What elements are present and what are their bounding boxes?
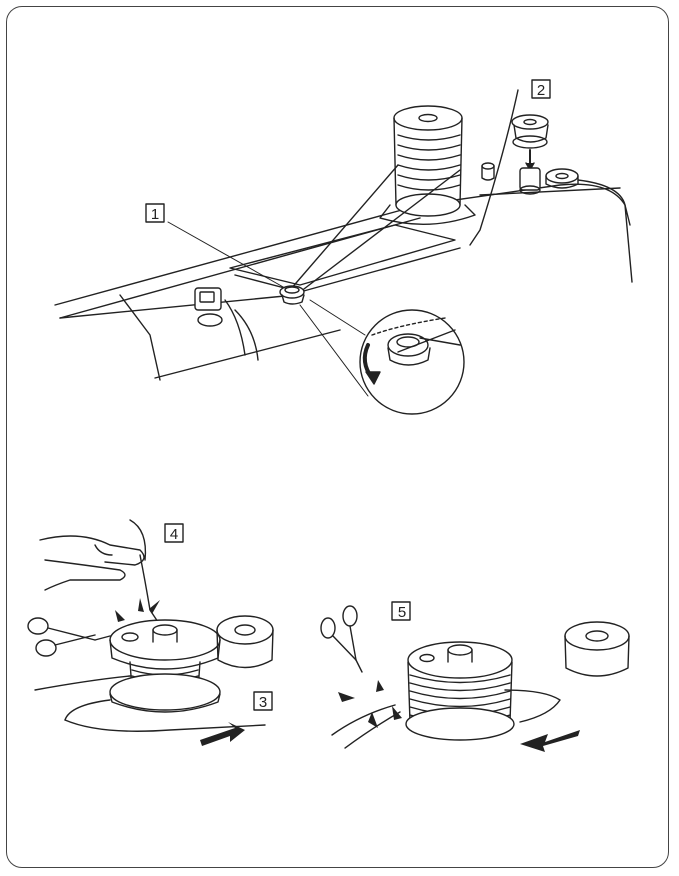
cut-burst-left	[115, 598, 160, 622]
tension-dial	[195, 288, 258, 360]
step-4-label: 4	[165, 524, 183, 543]
scissors-left	[28, 618, 110, 656]
detail-zoom-circle	[300, 300, 464, 414]
step-1-label: 1	[146, 204, 164, 223]
arrow-left-icon	[520, 730, 580, 752]
step-4-text: 4	[170, 526, 178, 543]
step-1-text: 1	[151, 206, 159, 223]
step-5-label: 5	[392, 602, 410, 621]
step-5-text: 5	[398, 604, 406, 621]
base-plate-right	[505, 690, 560, 722]
scissors-right	[321, 606, 362, 672]
bobbin-left	[35, 620, 220, 712]
thread-end-lines	[332, 705, 400, 748]
winder-wheel-right	[565, 622, 629, 676]
cut-burst-right	[338, 680, 402, 728]
thread-guide	[280, 286, 304, 304]
arrow-right-icon	[200, 722, 245, 746]
thread-spool	[380, 106, 475, 224]
winder-wheel-left	[217, 616, 273, 668]
step-3-text: 3	[259, 694, 267, 711]
machine-top-figure	[55, 90, 632, 414]
bobbin-right	[406, 642, 514, 740]
step-2-text: 2	[537, 82, 545, 99]
step-2-label: 2	[532, 80, 550, 99]
step-3-label: 3	[254, 692, 272, 711]
bobbin-winder-top	[482, 115, 578, 194]
